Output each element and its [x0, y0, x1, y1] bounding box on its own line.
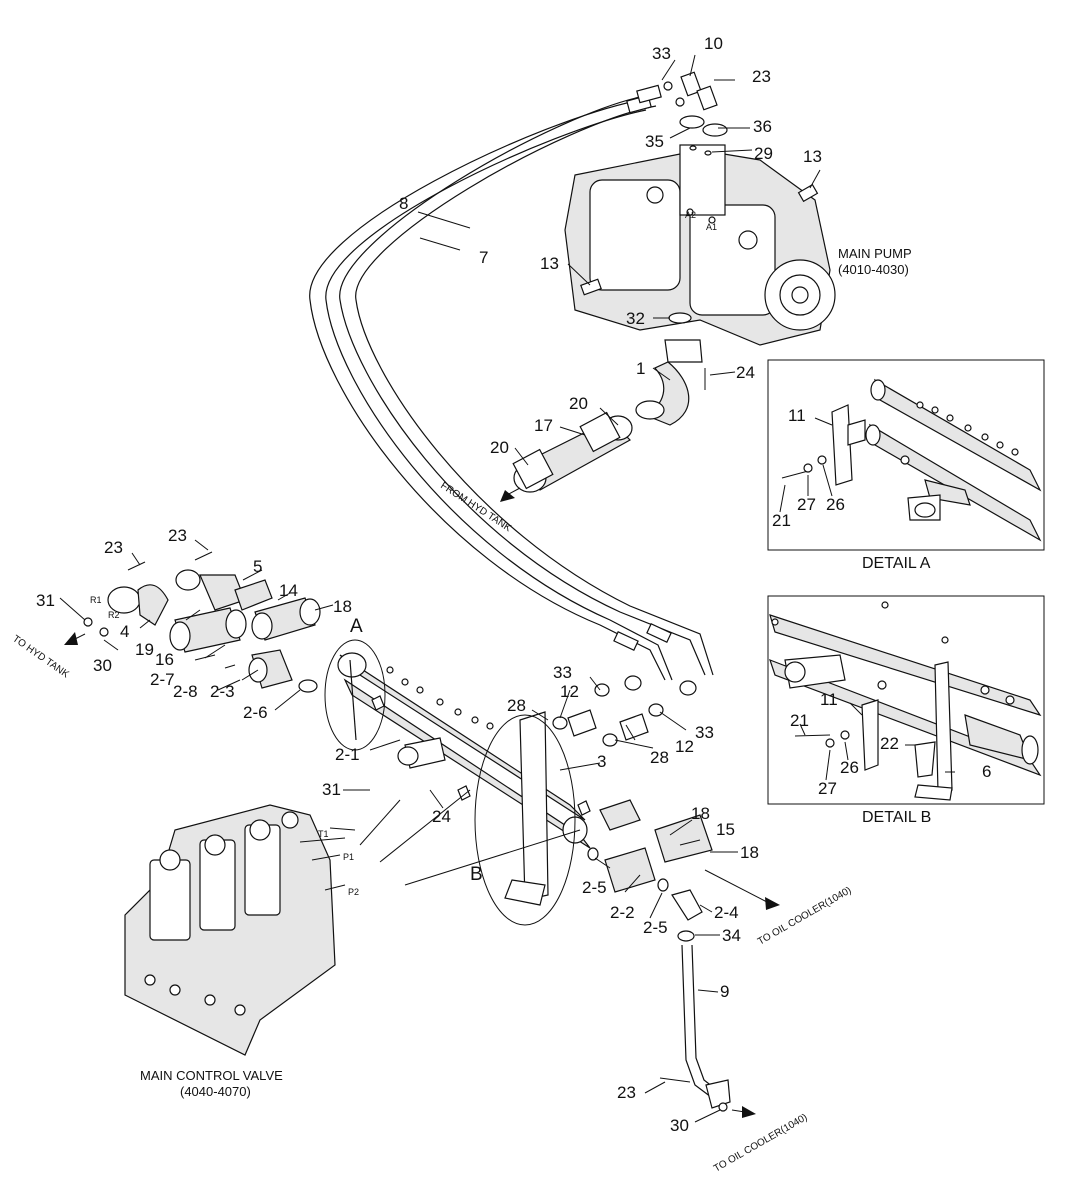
port-a1: A1 — [706, 222, 717, 232]
caption-main-pump-ref: (4010-4030) — [838, 262, 909, 277]
detail-a-circle — [324, 639, 386, 751]
detail-b-box — [767, 595, 1045, 805]
label-part-36: 36 — [753, 117, 772, 136]
caption-to-oil-cooler-2: TO OIL COOLER(1040) — [712, 1112, 809, 1175]
detail-a-box — [767, 359, 1045, 551]
port-r1: R1 — [90, 595, 102, 605]
caption-detail-b: DETAIL B — [862, 809, 931, 826]
return-pipe-assembly — [337, 652, 713, 942]
label-part-24a: 24 — [736, 363, 755, 382]
label-part-16: 16 — [155, 650, 174, 669]
label-part-8: 8 — [399, 194, 408, 213]
label-part-23d: 23 — [617, 1083, 636, 1102]
label-part-12b: 12 — [675, 737, 694, 756]
label-part-2-1: 2-1 — [335, 745, 360, 764]
label-part-24b: 24 — [432, 807, 451, 826]
label-part-21b: 21 — [790, 711, 809, 730]
port-r2: R2 — [108, 610, 120, 620]
label-part-27a: 27 — [797, 495, 816, 514]
return-line-left — [83, 551, 321, 693]
label-part-20b: 20 — [490, 438, 509, 457]
label-part-2-8: 2-8 — [173, 682, 198, 701]
label-part-13a: 13 — [803, 147, 822, 166]
label-part-2-3: 2-3 — [210, 682, 235, 701]
caption-detail-a: DETAIL A — [862, 555, 931, 572]
flow-arrows — [64, 487, 780, 1118]
label-part-12a: 12 — [560, 682, 579, 701]
port-p2: P2 — [348, 887, 359, 897]
port-a2: A2 — [685, 210, 696, 220]
label-part-2-5b: 2-5 — [643, 918, 668, 937]
detail-b-letter: B — [470, 864, 483, 885]
label-part-2-4: 2-4 — [714, 903, 739, 922]
label-part-9: 9 — [720, 982, 729, 1001]
label-part-31b: 31 — [322, 780, 341, 799]
label-part-2-7: 2-7 — [150, 670, 175, 689]
label-part-28b: 28 — [650, 748, 669, 767]
label-part-13b: 13 — [540, 254, 559, 273]
label-part-4: 4 — [120, 622, 129, 641]
label-part-15: 15 — [716, 820, 735, 839]
small-fittings — [386, 666, 664, 747]
leader-lines — [59, 54, 821, 1123]
port-labels: R1 R2 T1 P1 P2 A1 A2 — [90, 210, 717, 897]
suction-line — [512, 312, 706, 493]
label-part-26a: 26 — [826, 495, 845, 514]
main-control-valve — [124, 804, 346, 1056]
label-part-33a: 33 — [652, 44, 671, 63]
label-part-29: 29 — [754, 144, 773, 163]
label-part-18b: 18 — [691, 804, 710, 823]
label-part-23b: 23 — [104, 538, 123, 557]
label-part-33c: 33 — [695, 723, 714, 742]
label-part-30a: 30 — [93, 656, 112, 675]
label-part-2-5a: 2-5 — [582, 878, 607, 897]
label-part-18a: 18 — [333, 597, 352, 616]
label-part-33b: 33 — [553, 663, 572, 682]
label-part-35: 35 — [645, 132, 664, 151]
label-part-5: 5 — [253, 557, 262, 576]
label-part-2-2: 2-2 — [610, 903, 635, 922]
label-part-26b: 26 — [840, 758, 859, 777]
hose-9 — [659, 944, 731, 1112]
label-part-31a: 31 — [36, 591, 55, 610]
label-part-22: 22 — [880, 734, 899, 753]
detail-b-drawing — [769, 601, 1042, 801]
label-part-19: 19 — [135, 640, 154, 659]
label-part-11b: 11 — [820, 690, 838, 709]
label-part-2-6: 2-6 — [243, 703, 268, 722]
caption-main-pump: MAIN PUMP — [838, 246, 912, 261]
label-part-23c: 23 — [168, 526, 187, 545]
label-part-7: 7 — [479, 248, 488, 267]
label-part-27b: 27 — [818, 779, 837, 798]
caption-to-oil-cooler-1: TO OIL COOLER(1040) — [756, 885, 853, 948]
label-part-11a: 11 — [788, 406, 806, 425]
label-part-20a: 20 — [569, 394, 588, 413]
label-part-1: 1 — [636, 359, 645, 378]
caption-main-control-valve-ref: (4040-4070) — [180, 1084, 251, 1099]
label-part-30b: 30 — [670, 1116, 689, 1135]
label-part-21a: 21 — [772, 511, 791, 530]
port-p1: P1 — [343, 852, 354, 862]
label-part-3: 3 — [597, 752, 606, 771]
label-part-28a: 28 — [507, 696, 526, 715]
label-part-6: 6 — [982, 762, 991, 781]
part-number-labels: 1 2-1 2-2 2-3 2-4 2-5 2-5 2-6 2-7 2-8 3 … — [36, 34, 991, 1135]
label-part-23a: 23 — [752, 67, 771, 86]
label-part-10: 10 — [704, 34, 723, 53]
label-part-32: 32 — [626, 309, 645, 328]
label-part-18c: 18 — [740, 843, 759, 862]
label-part-17: 17 — [534, 416, 553, 435]
detail-b-circle — [474, 714, 576, 926]
pump-fittings — [580, 71, 819, 296]
label-part-34: 34 — [722, 926, 741, 945]
label-part-14: 14 — [279, 581, 298, 600]
port-t1: T1 — [318, 829, 329, 839]
hoses-7-8 — [309, 84, 714, 696]
main-pump — [564, 144, 836, 346]
caption-main-control-valve: MAIN CONTROL VALVE — [140, 1068, 283, 1083]
detail-a-letter: A — [350, 616, 363, 637]
caption-to-hyd-tank: TO HYD TANK — [10, 633, 71, 680]
detail-a-drawing — [779, 378, 1042, 542]
